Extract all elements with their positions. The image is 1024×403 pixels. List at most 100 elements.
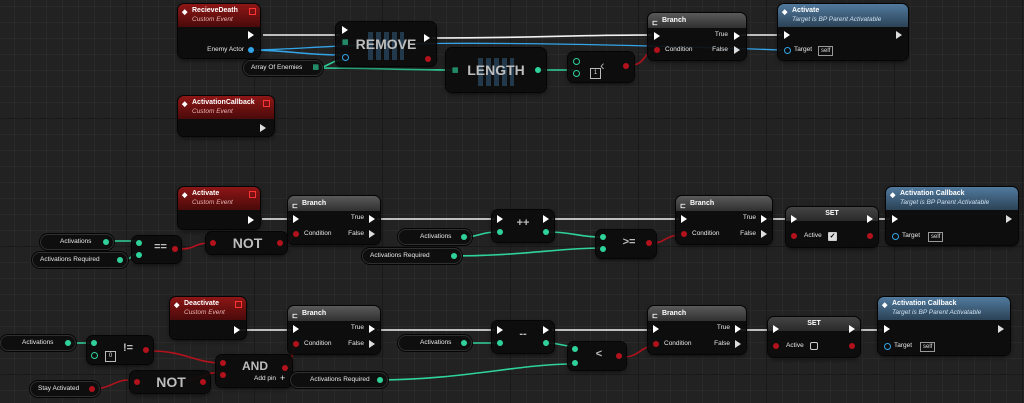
- value-pin[interactable]: [65, 340, 71, 346]
- exec-in-pin[interactable]: [681, 215, 687, 223]
- exec-out-pin[interactable]: [998, 325, 1004, 333]
- exec-out-pin[interactable]: [1006, 215, 1012, 223]
- branch-node-5[interactable]: ⊏Branch True Condition False: [648, 306, 746, 354]
- exec-in-pin[interactable]: [884, 325, 890, 333]
- increment-node[interactable]: ++: [492, 210, 554, 242]
- active-out-pin[interactable]: [867, 233, 873, 239]
- result-pin[interactable]: [646, 240, 652, 246]
- in-pin[interactable]: [210, 240, 216, 246]
- false-exec-pin[interactable]: [369, 230, 375, 238]
- value-pin[interactable]: [377, 377, 383, 383]
- value-out-pin[interactable]: [543, 229, 549, 235]
- exec-in-pin[interactable]: [653, 325, 659, 333]
- in-pin[interactable]: [134, 379, 140, 385]
- exec-out-pin[interactable]: [849, 325, 855, 333]
- exec-out-pin[interactable]: [896, 31, 902, 39]
- condition-pin[interactable]: [653, 341, 659, 347]
- exec-in-pin[interactable]: [892, 215, 898, 223]
- true-exec-pin[interactable]: [369, 215, 375, 223]
- condition-pin[interactable]: [293, 341, 299, 347]
- active-checkbox-checked[interactable]: ✓: [828, 232, 837, 241]
- exec-out-pin[interactable]: [867, 215, 873, 223]
- activations-required-variable[interactable]: Activations Required: [290, 372, 388, 388]
- exec-in-pin[interactable]: [654, 32, 660, 40]
- exec-in-pin[interactable]: [791, 215, 797, 223]
- and-node[interactable]: AND Add pin +: [216, 355, 292, 387]
- value-pin[interactable]: [451, 253, 457, 259]
- exec-in-pin[interactable]: [293, 215, 299, 223]
- active-in-pin[interactable]: [791, 233, 797, 239]
- target-pin[interactable]: [884, 343, 891, 350]
- exec-out-pin[interactable]: [543, 215, 549, 223]
- add-pin-plus-icon[interactable]: +: [280, 373, 286, 383]
- b-pin[interactable]: [136, 252, 142, 258]
- exec-in-pin[interactable]: [773, 325, 779, 333]
- result-pin[interactable]: [616, 353, 622, 359]
- a-pin[interactable]: [600, 234, 606, 240]
- delegate-pin-icon[interactable]: [235, 301, 242, 308]
- less-than-node[interactable]: 1 ‹: [568, 52, 634, 82]
- delegate-pin-icon[interactable]: [249, 8, 256, 15]
- true-exec-pin[interactable]: [734, 32, 740, 40]
- exec-in-pin[interactable]: [497, 326, 503, 334]
- condition-pin[interactable]: [654, 47, 660, 53]
- enemy-actor-pin[interactable]: [248, 47, 254, 53]
- stay-activated-variable[interactable]: Stay Activated: [30, 381, 100, 397]
- add-pin-label[interactable]: Add pin: [254, 375, 277, 382]
- b-pin[interactable]: [572, 360, 578, 366]
- return-pin[interactable]: [425, 56, 431, 62]
- equals-node[interactable]: ==: [132, 236, 181, 263]
- a-pin[interactable]: [136, 240, 142, 246]
- not-node-2[interactable]: NOT: [130, 371, 210, 393]
- a-pin[interactable]: [572, 346, 578, 352]
- neq-default-input[interactable]: 0: [105, 351, 116, 362]
- exec-in-pin[interactable]: [784, 31, 790, 39]
- result-pin[interactable]: [623, 63, 629, 69]
- activations-variable[interactable]: Activations: [40, 234, 114, 250]
- value-out-pin[interactable]: [543, 340, 549, 346]
- less-default-input[interactable]: 1: [590, 68, 601, 79]
- array-of-enemies-variable[interactable]: Array Of Enemies ▦: [243, 60, 323, 76]
- item-pin[interactable]: [342, 54, 349, 61]
- true-exec-pin[interactable]: [761, 215, 767, 223]
- exec-in-pin[interactable]: [293, 325, 299, 333]
- exec-in-pin[interactable]: [497, 215, 503, 223]
- b-pin[interactable]: [573, 70, 580, 77]
- false-exec-pin[interactable]: [761, 230, 767, 238]
- value-in-pin[interactable]: [497, 229, 503, 235]
- result-pin[interactable]: [143, 347, 149, 353]
- recieve-death-event-node[interactable]: ◆ RecieveDeath Custom Event Enemy Actor: [178, 4, 260, 58]
- exec-in-pin[interactable]: [342, 26, 348, 34]
- deactivate-event-node[interactable]: ◆ Deactivate Custom Event: [170, 297, 246, 339]
- out-pin[interactable]: [277, 240, 283, 246]
- out-pin[interactable]: [200, 379, 206, 385]
- activations-required-variable[interactable]: Activations Required: [32, 252, 128, 268]
- value-in-pin[interactable]: [497, 340, 503, 346]
- call-activation-callback-node-2[interactable]: ◆ Activation Callback Target is BP Paren…: [878, 297, 1010, 355]
- greater-equal-node[interactable]: >=: [596, 230, 656, 258]
- active-in-pin[interactable]: [773, 343, 779, 349]
- value-pin[interactable]: [461, 340, 467, 346]
- delegate-pin-icon[interactable]: [263, 100, 270, 107]
- array-remove-node[interactable]: ▦ REMOVE: [336, 22, 436, 66]
- target-pin[interactable]: [784, 47, 791, 54]
- exec-out-pin[interactable]: [248, 216, 254, 224]
- exec-out-pin[interactable]: [248, 31, 254, 39]
- exec-out-pin[interactable]: [543, 326, 549, 334]
- decrement-node[interactable]: --: [492, 321, 554, 353]
- activation-callback-event-node[interactable]: ◆ ActivationCallback Custom Event: [178, 96, 274, 136]
- array-length-node[interactable]: ▦ LENGTH: [446, 48, 546, 92]
- true-exec-pin[interactable]: [735, 325, 741, 333]
- false-exec-pin[interactable]: [735, 340, 741, 348]
- value-pin[interactable]: [89, 386, 95, 392]
- not-node-1[interactable]: NOT: [206, 232, 287, 254]
- activate-event-node[interactable]: ◆ Activate Custom Event: [178, 187, 260, 229]
- branch-node-2[interactable]: ⊏Branch True Condition False: [288, 196, 380, 244]
- exec-out-pin[interactable]: [424, 34, 430, 42]
- branch-node-3[interactable]: ⊏Branch True Condition False: [676, 196, 772, 244]
- exec-out-pin[interactable]: [234, 326, 240, 334]
- branch-node-4[interactable]: ⊏Branch True Condition False: [288, 306, 380, 354]
- b-pin[interactable]: [91, 352, 98, 359]
- value-pin[interactable]: [461, 234, 467, 240]
- set-active-node-2[interactable]: SET Active: [768, 317, 860, 357]
